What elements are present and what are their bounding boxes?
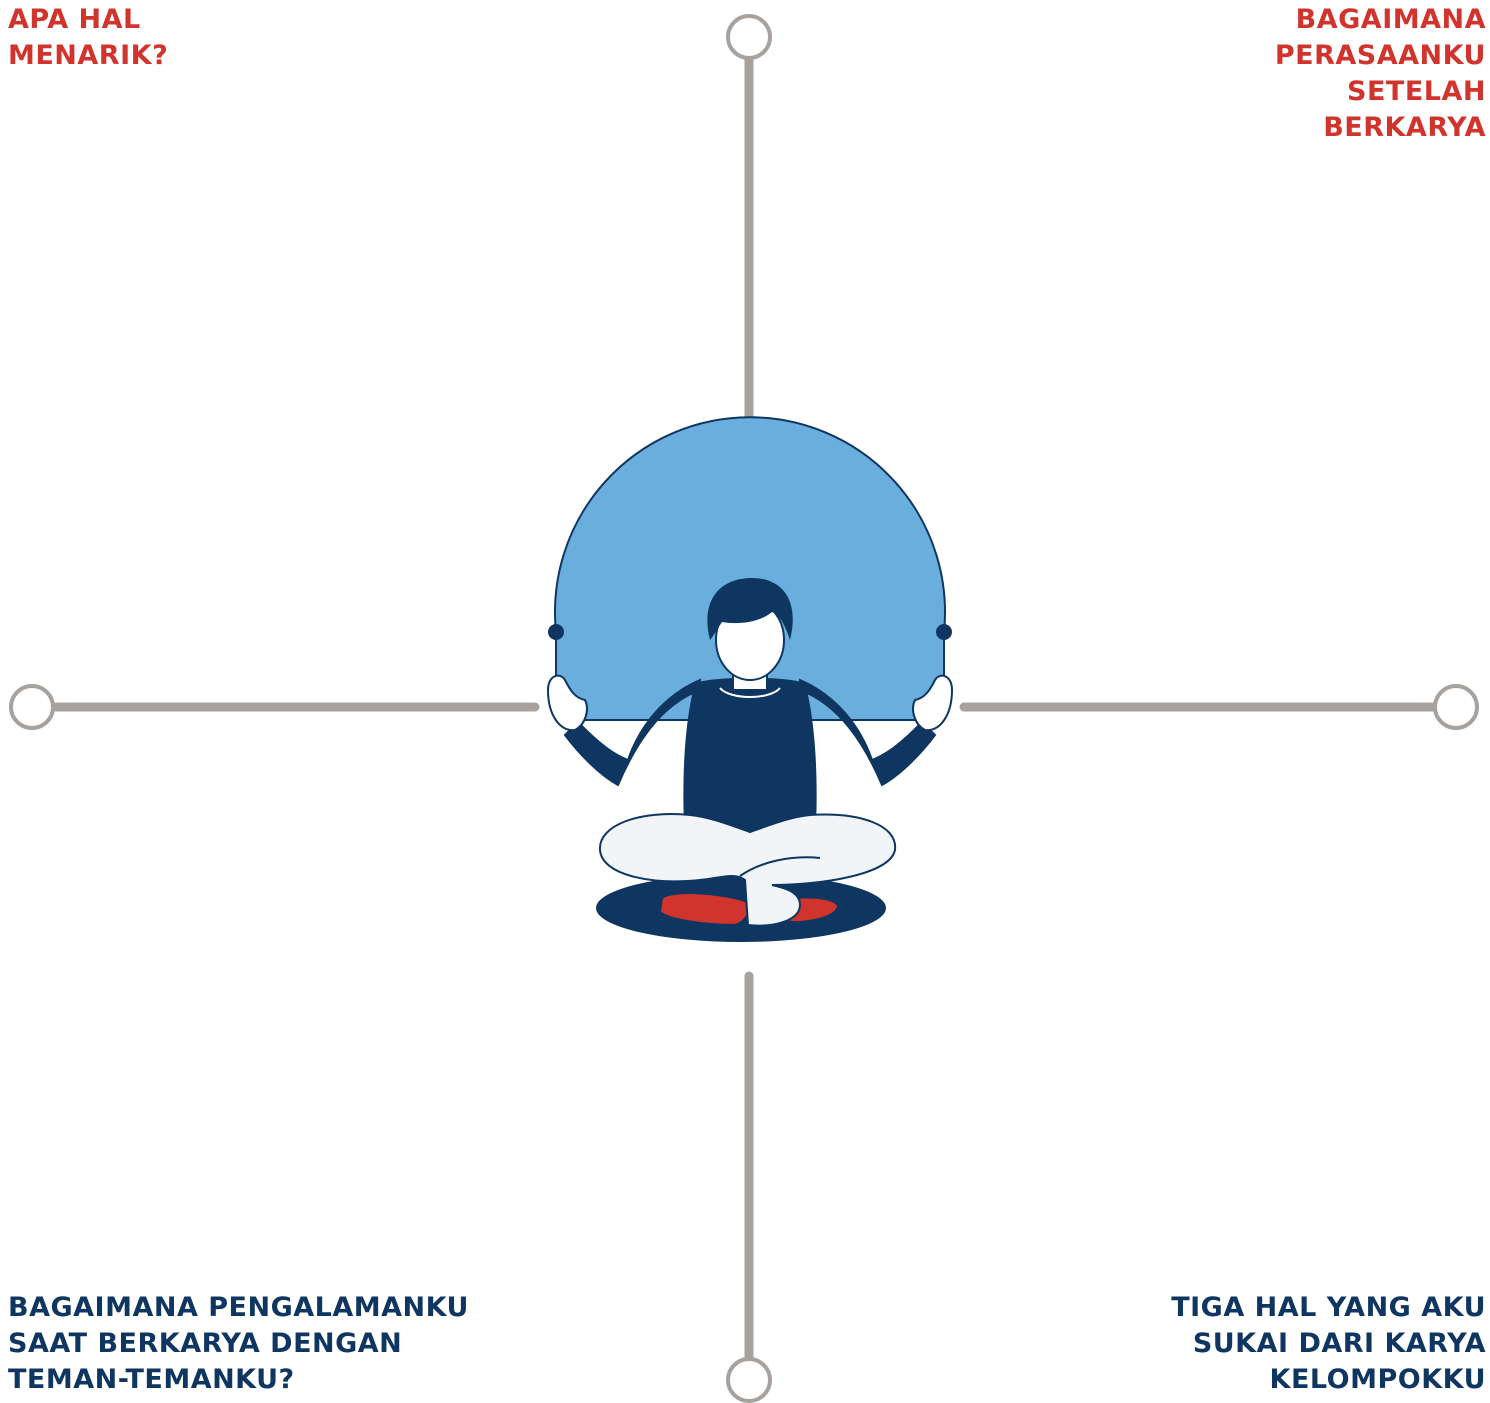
label-line: APA HAL	[8, 4, 141, 35]
label-line: KELOMPOKKU	[1269, 1364, 1486, 1395]
sky-arch	[554, 416, 946, 721]
arch-end-right-dot	[936, 624, 952, 640]
left-arm	[563, 678, 701, 787]
left-hand	[546, 674, 588, 732]
label-top-left: APA HAL MENARIK?	[8, 2, 168, 74]
right-arm	[799, 678, 937, 787]
ring-node-left-icon	[9, 684, 55, 730]
label-line: BAGAIMANA	[1295, 4, 1486, 35]
torso	[683, 677, 817, 845]
ring-node-bottom-icon	[726, 1357, 772, 1403]
label-line: SAAT BERKARYA DENGAN	[8, 1328, 403, 1359]
hair	[707, 578, 793, 640]
ring-node-right-icon	[1433, 684, 1479, 730]
meditating-person-icon	[546, 416, 954, 942]
connectors	[51, 53, 1439, 1365]
leg-crease	[739, 856, 821, 877]
label-line: BERKARYA	[1323, 112, 1486, 143]
label-line: MENARIK?	[8, 40, 169, 71]
label-line: TEMAN-TEMANKU?	[8, 1364, 295, 1395]
label-line: BAGAIMANA PENGALAMANKU	[8, 1292, 469, 1323]
ring-node-top-icon	[726, 14, 772, 60]
label-line: TIGA HAL YANG AKU	[1171, 1292, 1486, 1323]
right-hand	[912, 674, 954, 732]
collar	[719, 687, 781, 698]
label-line: SUKAI DARI KARYA	[1192, 1328, 1486, 1359]
ring-nodes	[9, 14, 1479, 1403]
arch-end-left-dot	[548, 624, 564, 640]
label-bottom-right: TIGA HAL YANG AKU SUKAI DARI KARYA KELOM…	[1171, 1290, 1486, 1398]
label-line: SETELAH	[1347, 76, 1486, 107]
label-top-right: BAGAIMANA PERASAANKU SETELAH BERKARYA	[1275, 2, 1486, 146]
label-line: PERASAANKU	[1274, 40, 1486, 71]
label-bottom-left: BAGAIMANA PENGALAMANKU SAAT BERKARYA DEN…	[8, 1290, 469, 1398]
legs	[598, 813, 897, 927]
